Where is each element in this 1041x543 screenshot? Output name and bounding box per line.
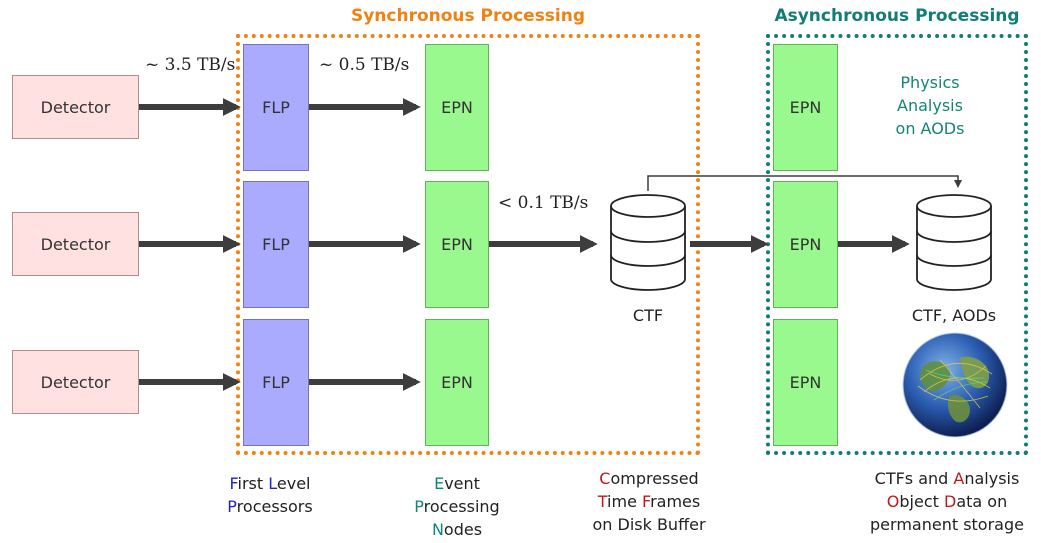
legend-text: irst [237, 474, 269, 493]
async-epn-box-2: EPN [773, 181, 838, 308]
legend-initial-letter: P [414, 497, 424, 516]
legend-text: CTFs and [874, 469, 954, 488]
physics-line: on AODs [895, 119, 965, 138]
storage-disk-icon [916, 194, 992, 291]
legend-line: permanent storage [856, 513, 1038, 536]
legend-text: ata on [956, 492, 1008, 511]
legend-line: on Disk Buffer [572, 513, 726, 536]
legend-initial-letter: L [268, 474, 277, 493]
sync-epn-box-2: EPN [425, 181, 489, 308]
flp-label: FLP [262, 98, 290, 117]
legend-line: Compressed [572, 467, 726, 490]
legend-line: Nodes [390, 518, 524, 541]
legend-initial-letter: C [599, 469, 611, 488]
legend-line: Object Data on [856, 490, 1038, 513]
legend-text: bject [899, 492, 944, 511]
legend-initial-letter: O [886, 492, 900, 511]
rate-epn-to-ctf: < 0.1 TB/s [498, 193, 589, 213]
physics-line: Physics [900, 73, 960, 92]
async-epn-box-3: EPN [773, 319, 838, 446]
sync-epn-box-1: EPN [425, 44, 489, 171]
legend-text: ime [607, 492, 643, 511]
legend-line: CTFs and Analysis [856, 467, 1038, 490]
epn-label: EPN [789, 235, 822, 254]
async-epn-box-1: EPN [773, 44, 838, 171]
rate-detector-to-flp: ~ 3.5 TB/s [145, 55, 236, 75]
legend-text: rocessors [236, 497, 313, 516]
sync-processing-title: Synchronous Processing [350, 6, 586, 26]
legend-initial-letter: E [434, 474, 445, 493]
rate-flp-to-epn: ~ 0.5 TB/s [319, 55, 410, 75]
legend-text: rames [650, 492, 701, 511]
physics-analysis-text: Physics Analysis on AODs [870, 71, 990, 140]
epn-label: EPN [789, 98, 822, 117]
detector-label: Detector [40, 372, 111, 392]
ctf-disk-icon [610, 194, 686, 291]
flp-label: FLP [262, 235, 290, 254]
legend-line: Time Frames [572, 490, 726, 513]
detector-label: Detector [40, 97, 111, 117]
legend-text: permanent storage [870, 515, 1024, 534]
flp-box-2: FLP [243, 181, 309, 308]
sync-epn-box-3: EPN [425, 319, 489, 446]
legend-line: First Level [200, 472, 340, 495]
legend-initial-letter: F [642, 492, 651, 511]
earth-globe-icon [902, 332, 1008, 438]
legend-text: ompressed [610, 469, 699, 488]
legend-line: Processors [200, 495, 340, 518]
flp-box-1: FLP [243, 44, 309, 171]
detector-box-1: Detector [12, 75, 139, 139]
epn-label: EPN [441, 373, 473, 392]
physics-line: Analysis [897, 96, 963, 115]
async-processing-title: Asynchronous Processing [774, 6, 1020, 26]
legend-text: odes [443, 520, 483, 539]
epn-label: EPN [441, 98, 473, 117]
legend-initial-letter: D [943, 492, 957, 511]
epn-label: EPN [441, 235, 473, 254]
flp-box-3: FLP [243, 319, 309, 446]
legend-text: nalysis [964, 469, 1020, 488]
detector-box-2: Detector [12, 212, 139, 276]
storage-label: CTF, AODs [911, 306, 997, 325]
ctf-label: CTF [632, 306, 664, 325]
legend-initial-letter: F [229, 474, 238, 493]
legend-line: Event [390, 472, 524, 495]
ctf-bypass-connector [647, 175, 962, 191]
legend-line: Processing [390, 495, 524, 518]
flp-label: FLP [262, 373, 290, 392]
legend-initial-letter: T [597, 492, 608, 511]
legend-initial-letter: A [953, 469, 965, 488]
legend-initial-letter: N [431, 520, 444, 539]
epn-label: EPN [789, 373, 822, 392]
detector-label: Detector [40, 234, 111, 254]
legend-text: evel [276, 474, 311, 493]
legend-text: on Disk Buffer [592, 515, 706, 534]
detector-box-3: Detector [12, 350, 139, 414]
legend-text: rocessing [423, 497, 500, 516]
legend-initial-letter: P [227, 497, 237, 516]
legend-text: vent [444, 474, 480, 493]
